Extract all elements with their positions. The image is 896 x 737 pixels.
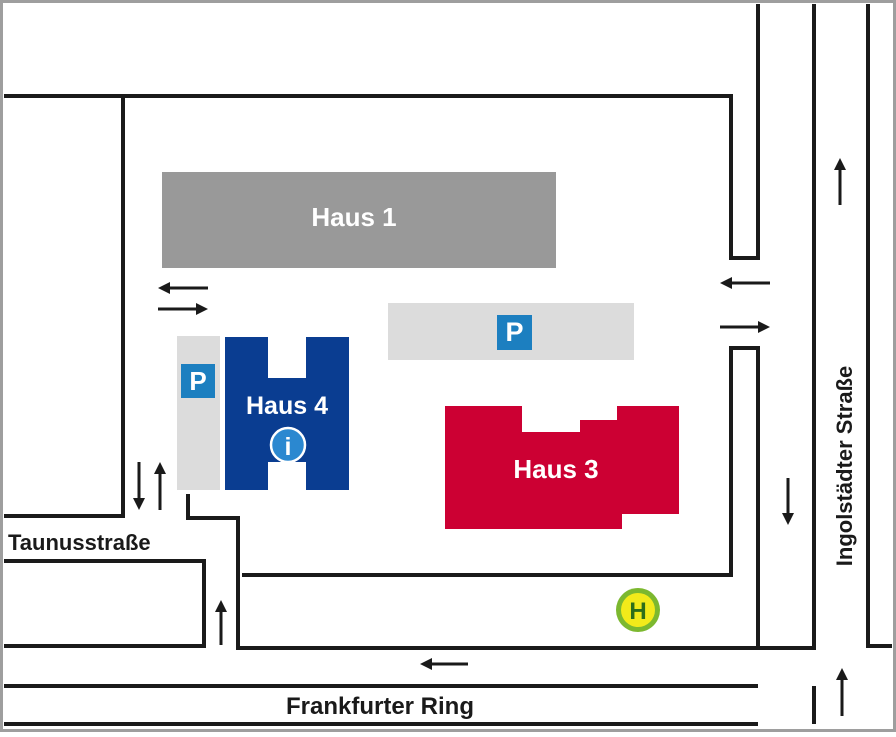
arrow-right-icon [720,321,770,333]
arrow-left-icon [158,282,208,294]
parking-sign-west [181,364,215,398]
haus-3-shape [445,406,679,529]
road-lines [4,4,892,726]
info-icon-label: i [285,433,292,461]
arrow-right-icon [158,303,208,315]
road-edge-plaza-west [186,4,816,650]
haus-4[interactable]: Haus 4 i [225,337,349,490]
traffic-arrows [133,158,848,716]
road-edge-taunus-south [4,559,206,648]
info-icon [269,426,307,464]
arrow-up-icon [834,158,846,205]
arrow-down-icon [133,462,145,510]
street-label-taunusstrasse: Taunusstraße [8,530,151,555]
road-edge-north [4,4,760,260]
road-edge-east [866,4,892,648]
parking-sign-center [497,315,532,350]
road-edge-west [4,96,125,518]
arrow-left-icon [420,658,468,670]
bus-stop-icon [621,593,655,627]
haus-3-label: Haus 3 [513,454,598,484]
haus-1-shape [162,172,556,268]
arrow-up-icon [836,668,848,716]
road-edge-plaza-south [242,346,760,646]
parking-lot-center: P [388,303,634,360]
arrow-down-icon [782,478,794,525]
street-label-ingolstaedter-strasse: Ingolstädter Straße [832,366,857,566]
bus-stop: H [616,588,660,632]
arrow-left-icon [720,277,770,289]
arrow-up-icon [215,600,227,645]
parking-sign-center-label: P [505,317,523,347]
haus-1-label: Haus 1 [311,202,396,232]
haus-1[interactable]: Haus 1 [162,172,556,268]
haus-4-shape [225,337,349,490]
haus-3[interactable]: Haus 3 [445,406,679,529]
arrow-up-icon [154,462,166,510]
haus-4-label: Haus 4 [246,392,328,420]
street-label-frankfurter-ring: Frankfurter Ring [286,693,474,720]
bus-stop-label: H [629,598,646,625]
parking-lot-west: P [177,336,220,490]
parking-sign-west-label: P [189,366,206,396]
parking-lot-west-shape [177,336,220,490]
